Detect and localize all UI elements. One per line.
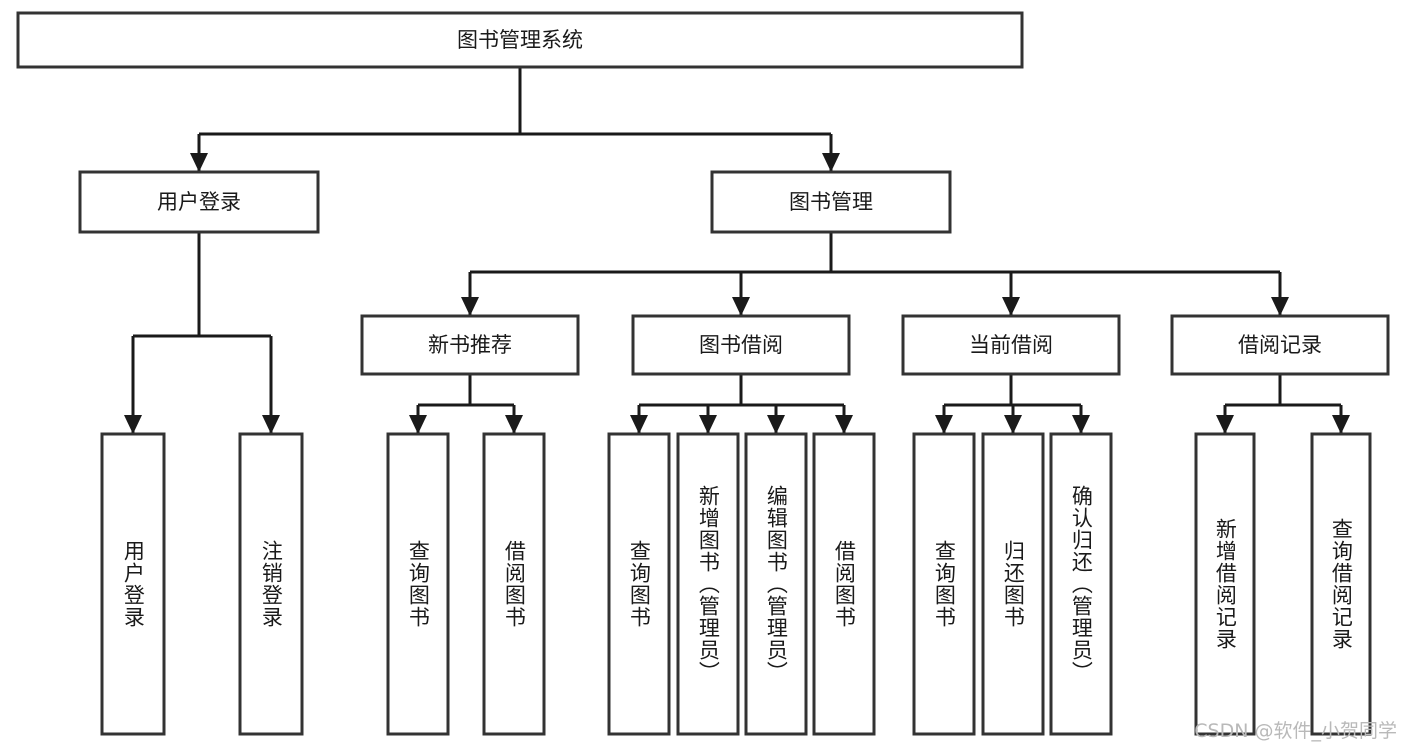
arrow-head-icon bbox=[1004, 415, 1022, 434]
node-box-br-add-record[interactable] bbox=[1194, 432, 1256, 736]
node-label-new-book-recommend: 新书推荐 bbox=[428, 333, 512, 357]
arrow-head-icon bbox=[1332, 415, 1350, 434]
node-box-user-login[interactable] bbox=[78, 170, 320, 234]
arrow-head-icon bbox=[1002, 297, 1020, 316]
node-box-book-manage[interactable] bbox=[710, 170, 952, 234]
node-box-user-login-do[interactable] bbox=[100, 432, 166, 736]
node-label-current-borrow: 当前借阅 bbox=[969, 333, 1053, 357]
node-box-root[interactable] bbox=[16, 11, 1024, 69]
node-box-borrow-record[interactable] bbox=[1170, 314, 1390, 376]
node-box-bb-edit-book[interactable] bbox=[744, 432, 808, 736]
arrow-head-icon bbox=[822, 153, 840, 172]
node-label-root: 图书管理系统 bbox=[457, 28, 583, 52]
node-box-bb-borrow-book[interactable] bbox=[812, 432, 876, 736]
node-label-borrow-record: 借阅记录 bbox=[1238, 333, 1322, 357]
boxes-layer bbox=[16, 11, 1390, 736]
node-box-cb-return-book[interactable] bbox=[981, 432, 1045, 736]
node-box-bb-add-book[interactable] bbox=[676, 432, 740, 736]
node-box-nbr-borrow-book[interactable] bbox=[482, 432, 546, 736]
node-label-book-manage: 图书管理 bbox=[789, 190, 873, 214]
arrow-head-icon bbox=[461, 297, 479, 316]
arrow-head-icon bbox=[1271, 297, 1289, 316]
watermark-text: CSDN @软件_小贺同学 bbox=[1194, 720, 1397, 742]
arrow-head-icon bbox=[732, 297, 750, 316]
node-box-cb-confirm-return[interactable] bbox=[1049, 432, 1113, 736]
arrow-head-icon bbox=[935, 415, 953, 434]
node-box-new-book-recommend[interactable] bbox=[360, 314, 580, 376]
arrow-head-icon bbox=[190, 153, 208, 172]
arrow-head-icon bbox=[767, 415, 785, 434]
node-box-bb-query-book[interactable] bbox=[607, 432, 671, 736]
node-label-book-borrow: 图书借阅 bbox=[699, 333, 783, 357]
node-label-user-login: 用户登录 bbox=[157, 190, 241, 214]
node-box-cb-query-book[interactable] bbox=[912, 432, 976, 736]
arrow-head-icon bbox=[409, 415, 427, 434]
arrow-head-icon bbox=[1072, 415, 1090, 434]
arrow-head-icon bbox=[505, 415, 523, 434]
node-box-current-borrow[interactable] bbox=[901, 314, 1121, 376]
arrow-head-icon bbox=[124, 415, 142, 434]
arrow-head-icon bbox=[1216, 415, 1234, 434]
node-box-user-logout[interactable] bbox=[238, 432, 304, 736]
arrow-head-icon bbox=[699, 415, 717, 434]
node-box-book-borrow[interactable] bbox=[631, 314, 851, 376]
arrow-head-icon bbox=[630, 415, 648, 434]
arrow-head-icon bbox=[835, 415, 853, 434]
arrow-head-icon bbox=[262, 415, 280, 434]
node-box-br-query-record[interactable] bbox=[1310, 432, 1372, 736]
node-box-nbr-query-book[interactable] bbox=[386, 432, 450, 736]
connectors-layer bbox=[124, 67, 1350, 434]
